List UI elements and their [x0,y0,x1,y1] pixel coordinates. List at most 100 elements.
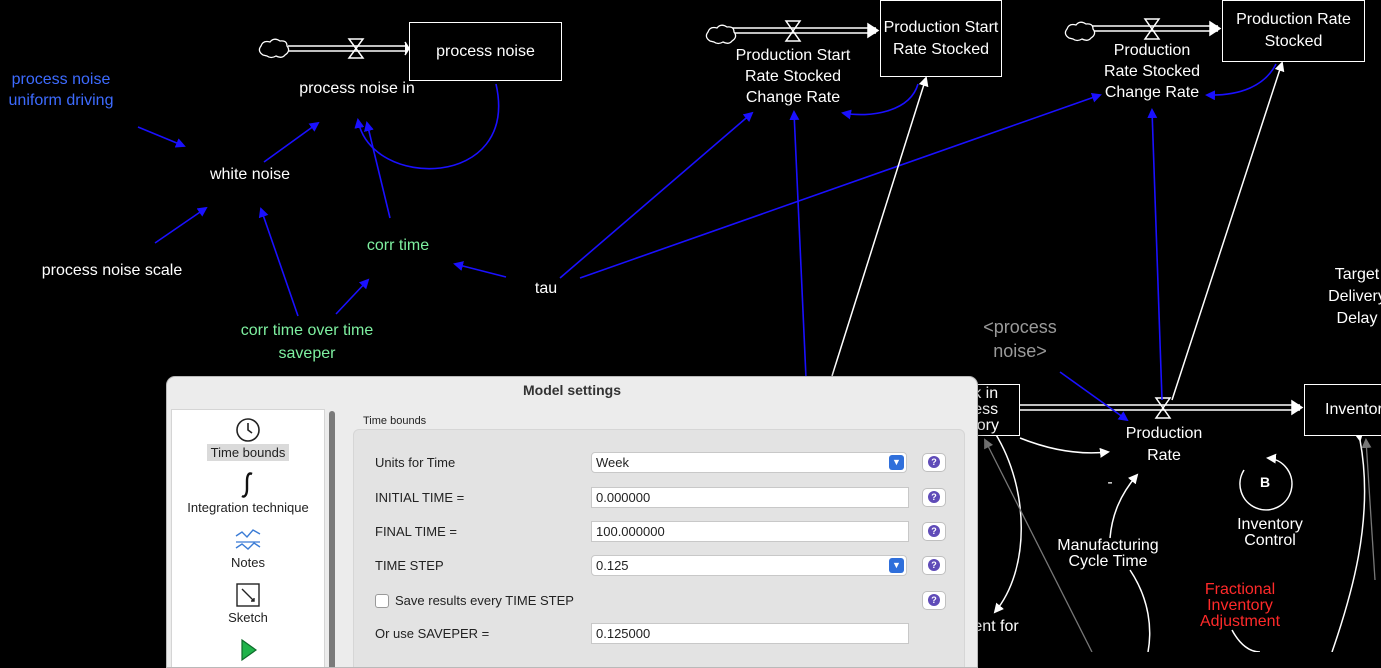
var-corr-time-over-time-saveper[interactable]: corr time over time saveper [240,322,374,362]
link-arrow [258,207,299,317]
stock-inventory[interactable]: Inventor [1304,384,1381,436]
loop-arc [1239,453,1293,511]
help-icon: ? [928,491,940,503]
var-corr-time[interactable]: corr time [366,237,430,254]
saveper-field[interactable]: 0.125000 [591,623,909,644]
var-white-noise[interactable]: white noise [209,166,291,183]
integral-icon [241,472,253,498]
link-arrow [453,261,507,278]
var-fractional-inventory-adjustment[interactable]: Fractional Inventory Adjustment [1199,581,1281,630]
saveper-label: Or use SAVEPER = [375,626,490,641]
help-button[interactable]: ? [922,453,946,472]
link-arrow [263,121,320,163]
nav-label: Notes [231,555,265,570]
link-arrow [841,83,919,120]
nav-item-time-bounds[interactable]: Time bounds [172,416,324,461]
nav-item-notes[interactable]: Notes [172,526,324,571]
link-arrow [1331,431,1366,652]
link-arrow [1171,61,1285,401]
source-cloud-icon [1064,21,1096,42]
link-arrow [579,92,1102,279]
link-arrow [1205,63,1277,101]
units-for-time-select[interactable]: Week ▼ [591,452,907,473]
link-arrow [789,110,807,379]
nav-item-integration-technique[interactable]: Integration technique [172,471,324,516]
link-arrow [993,432,1022,614]
notes-icon [235,529,261,550]
help-button[interactable]: ? [922,522,946,541]
link-arrow [1361,438,1376,581]
var-process-noise-in[interactable]: process noise in [299,80,415,97]
link-arrow [354,83,500,170]
var-production-rate-stocked-change-rate[interactable]: Production Rate Stocked Change Rate [1103,42,1201,101]
nav-label: Integration technique [187,500,309,515]
initial-time-label: INITIAL TIME = [375,490,465,505]
link-arrow [364,121,391,219]
final-time-label: FINAL TIME = [375,524,457,539]
stock-production-start-rate-stocked[interactable]: Production Start Rate Stocked [880,0,1002,77]
var-production-start-rate-stocked-change-rate[interactable]: Production Start Rate Stocked Change Rat… [735,47,851,106]
source-cloud-icon [705,24,737,45]
flow-pipe-process-noise [288,38,410,59]
flow-pipe-production-rate-stocked [1092,18,1222,40]
var-tau[interactable]: tau [534,280,558,297]
var-target-delivery-delay[interactable]: Target Delivery Delay [1328,266,1381,327]
link-arrow [831,76,929,377]
flow-pipe-production-rate [1020,397,1304,419]
stock-process-noise[interactable]: process noise [409,22,562,81]
help-icon: ? [928,559,940,571]
link-arrow [137,126,186,148]
link-arrow [1019,437,1110,458]
help-icon: ? [928,525,940,537]
model-diagram-canvas[interactable] [0,0,1381,652]
link-arrow [154,206,208,244]
link-arrow [984,438,1093,652]
units-for-time-label: Units for Time [375,455,456,470]
group-title: Time bounds [363,415,427,427]
link-arrow [335,278,370,315]
sidebar-scrollbar[interactable] [329,411,335,667]
model-settings-dialog: Model settings Time bounds Integration t… [166,376,978,668]
dialog-title[interactable]: Model settings [522,382,621,398]
help-button[interactable]: ? [922,556,946,575]
stock-production-rate-stocked[interactable]: Production Rate Stocked [1222,0,1365,62]
nav-label: Time bounds [206,444,290,461]
save-every-step-checkbox[interactable] [375,594,389,608]
nav-item-run[interactable] [172,636,324,664]
play-icon [241,638,258,662]
help-icon: ? [928,594,940,606]
polarity-sign: - [1107,474,1113,491]
link-arrow [1109,473,1139,539]
nav-item-sketch[interactable]: Sketch [172,581,324,626]
help-button[interactable]: ? [922,488,946,507]
var-production-rate[interactable]: Production Rate [1125,425,1203,464]
flow-pipe-production-start [732,20,880,42]
nav-label: Sketch [228,610,268,625]
source-cloud-icon [258,38,290,59]
var-process-noise-uniform-driving[interactable]: process noise uniform driving [8,71,114,109]
var-manufacturing-cycle-time[interactable]: Manufacturing Cycle Time [1057,537,1159,570]
final-time-field[interactable]: 100.000000 [591,521,909,542]
link-arrow [1231,629,1261,652]
sketch-icon [236,583,260,607]
initial-time-field[interactable]: 0.000000 [591,487,909,508]
units-for-time-value: Week [596,455,629,470]
save-every-step-label[interactable]: Save results every TIME STEP [395,593,574,608]
loop-label-b: B [1259,474,1271,490]
time-step-label: TIME STEP [375,558,444,573]
var-process-noise-scale[interactable]: process noise scale [41,262,183,279]
time-bounds-group: Units for Time Week ▼ ? INITIAL TIME = 0… [353,429,965,667]
settings-nav-sidebar: Time bounds Integration technique Notes … [171,409,325,667]
chevron-down-icon: ▼ [889,558,904,573]
link-arrow [1147,108,1163,401]
var-process-noise-shadow[interactable]: <process noise> [983,317,1057,361]
link-arrow [559,111,754,279]
link-arrow [1129,569,1151,652]
help-icon: ? [928,456,940,468]
help-button[interactable]: ? [922,591,946,610]
clock-icon [236,418,260,442]
link-arrow [1059,371,1129,422]
var-inventory-control: Inventory Control [1237,516,1303,549]
time-step-select[interactable]: 0.125 ▼ [591,555,907,576]
chevron-down-icon: ▼ [889,455,904,470]
